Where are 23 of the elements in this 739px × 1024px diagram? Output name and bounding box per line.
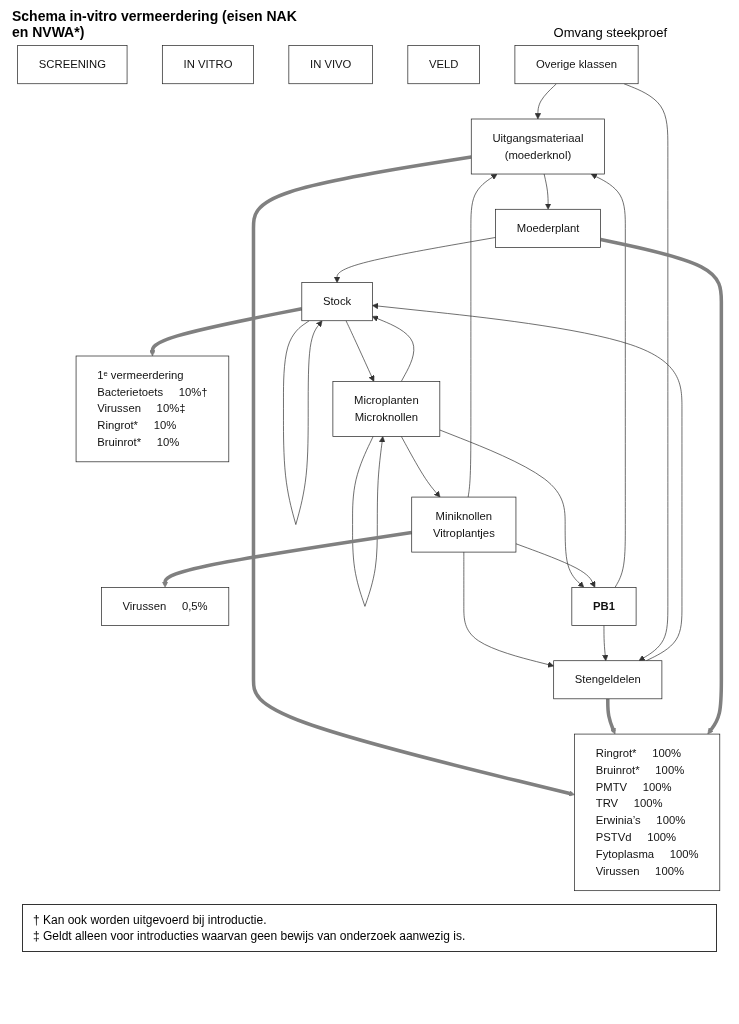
node-box: Stock xyxy=(301,282,373,322)
arrow xyxy=(162,530,412,588)
node-box: Uitgangsmateriaal (moederknol) xyxy=(470,118,605,175)
node-box: Overige klassen xyxy=(514,45,639,85)
node-box: Virussen 0,5% xyxy=(101,587,230,626)
arrow xyxy=(251,155,575,797)
node-box: PB1 xyxy=(571,587,637,626)
arrow xyxy=(606,698,616,735)
footnote-text: † Kan ook worden uitgevoerd bij introductie. xyxy=(33,913,268,928)
node-box: Microplanten Microknollen xyxy=(332,381,441,437)
arrow xyxy=(149,306,303,357)
column-heading: Omvang steekproef xyxy=(553,25,667,40)
node-box: 1ᵉ vermeerdering Bacterietoets 10%† Virussen 10%‡ Ringrot* 10% Bruinrot* 10% xyxy=(75,355,230,463)
node-box: SCREENING xyxy=(17,45,128,85)
footnote-text: ‡ Geldt alleen voor introducties waarvan geen bewijs van onderzoek aanwezig is. xyxy=(33,929,467,944)
diagram-title: Schema in-vitro vermeerdering (eisen NAK en NVWA*) xyxy=(12,8,298,40)
node-box: Stengeldelen xyxy=(553,660,663,700)
node-box: VELD xyxy=(407,45,480,85)
node-box: Miniknollen Vitroplantjes xyxy=(411,496,517,553)
node-box: IN VITRO xyxy=(162,45,254,85)
node-box: IN VIVO xyxy=(288,45,373,85)
node-box: Ringrot* 100% Bruinrot* 100% PMTV 100% TRV 100% Erwinia’s 100% PSTVd 100% Fytoplasma 100% Virussen 100% xyxy=(574,733,721,892)
node-box: Moederplant xyxy=(495,208,601,248)
